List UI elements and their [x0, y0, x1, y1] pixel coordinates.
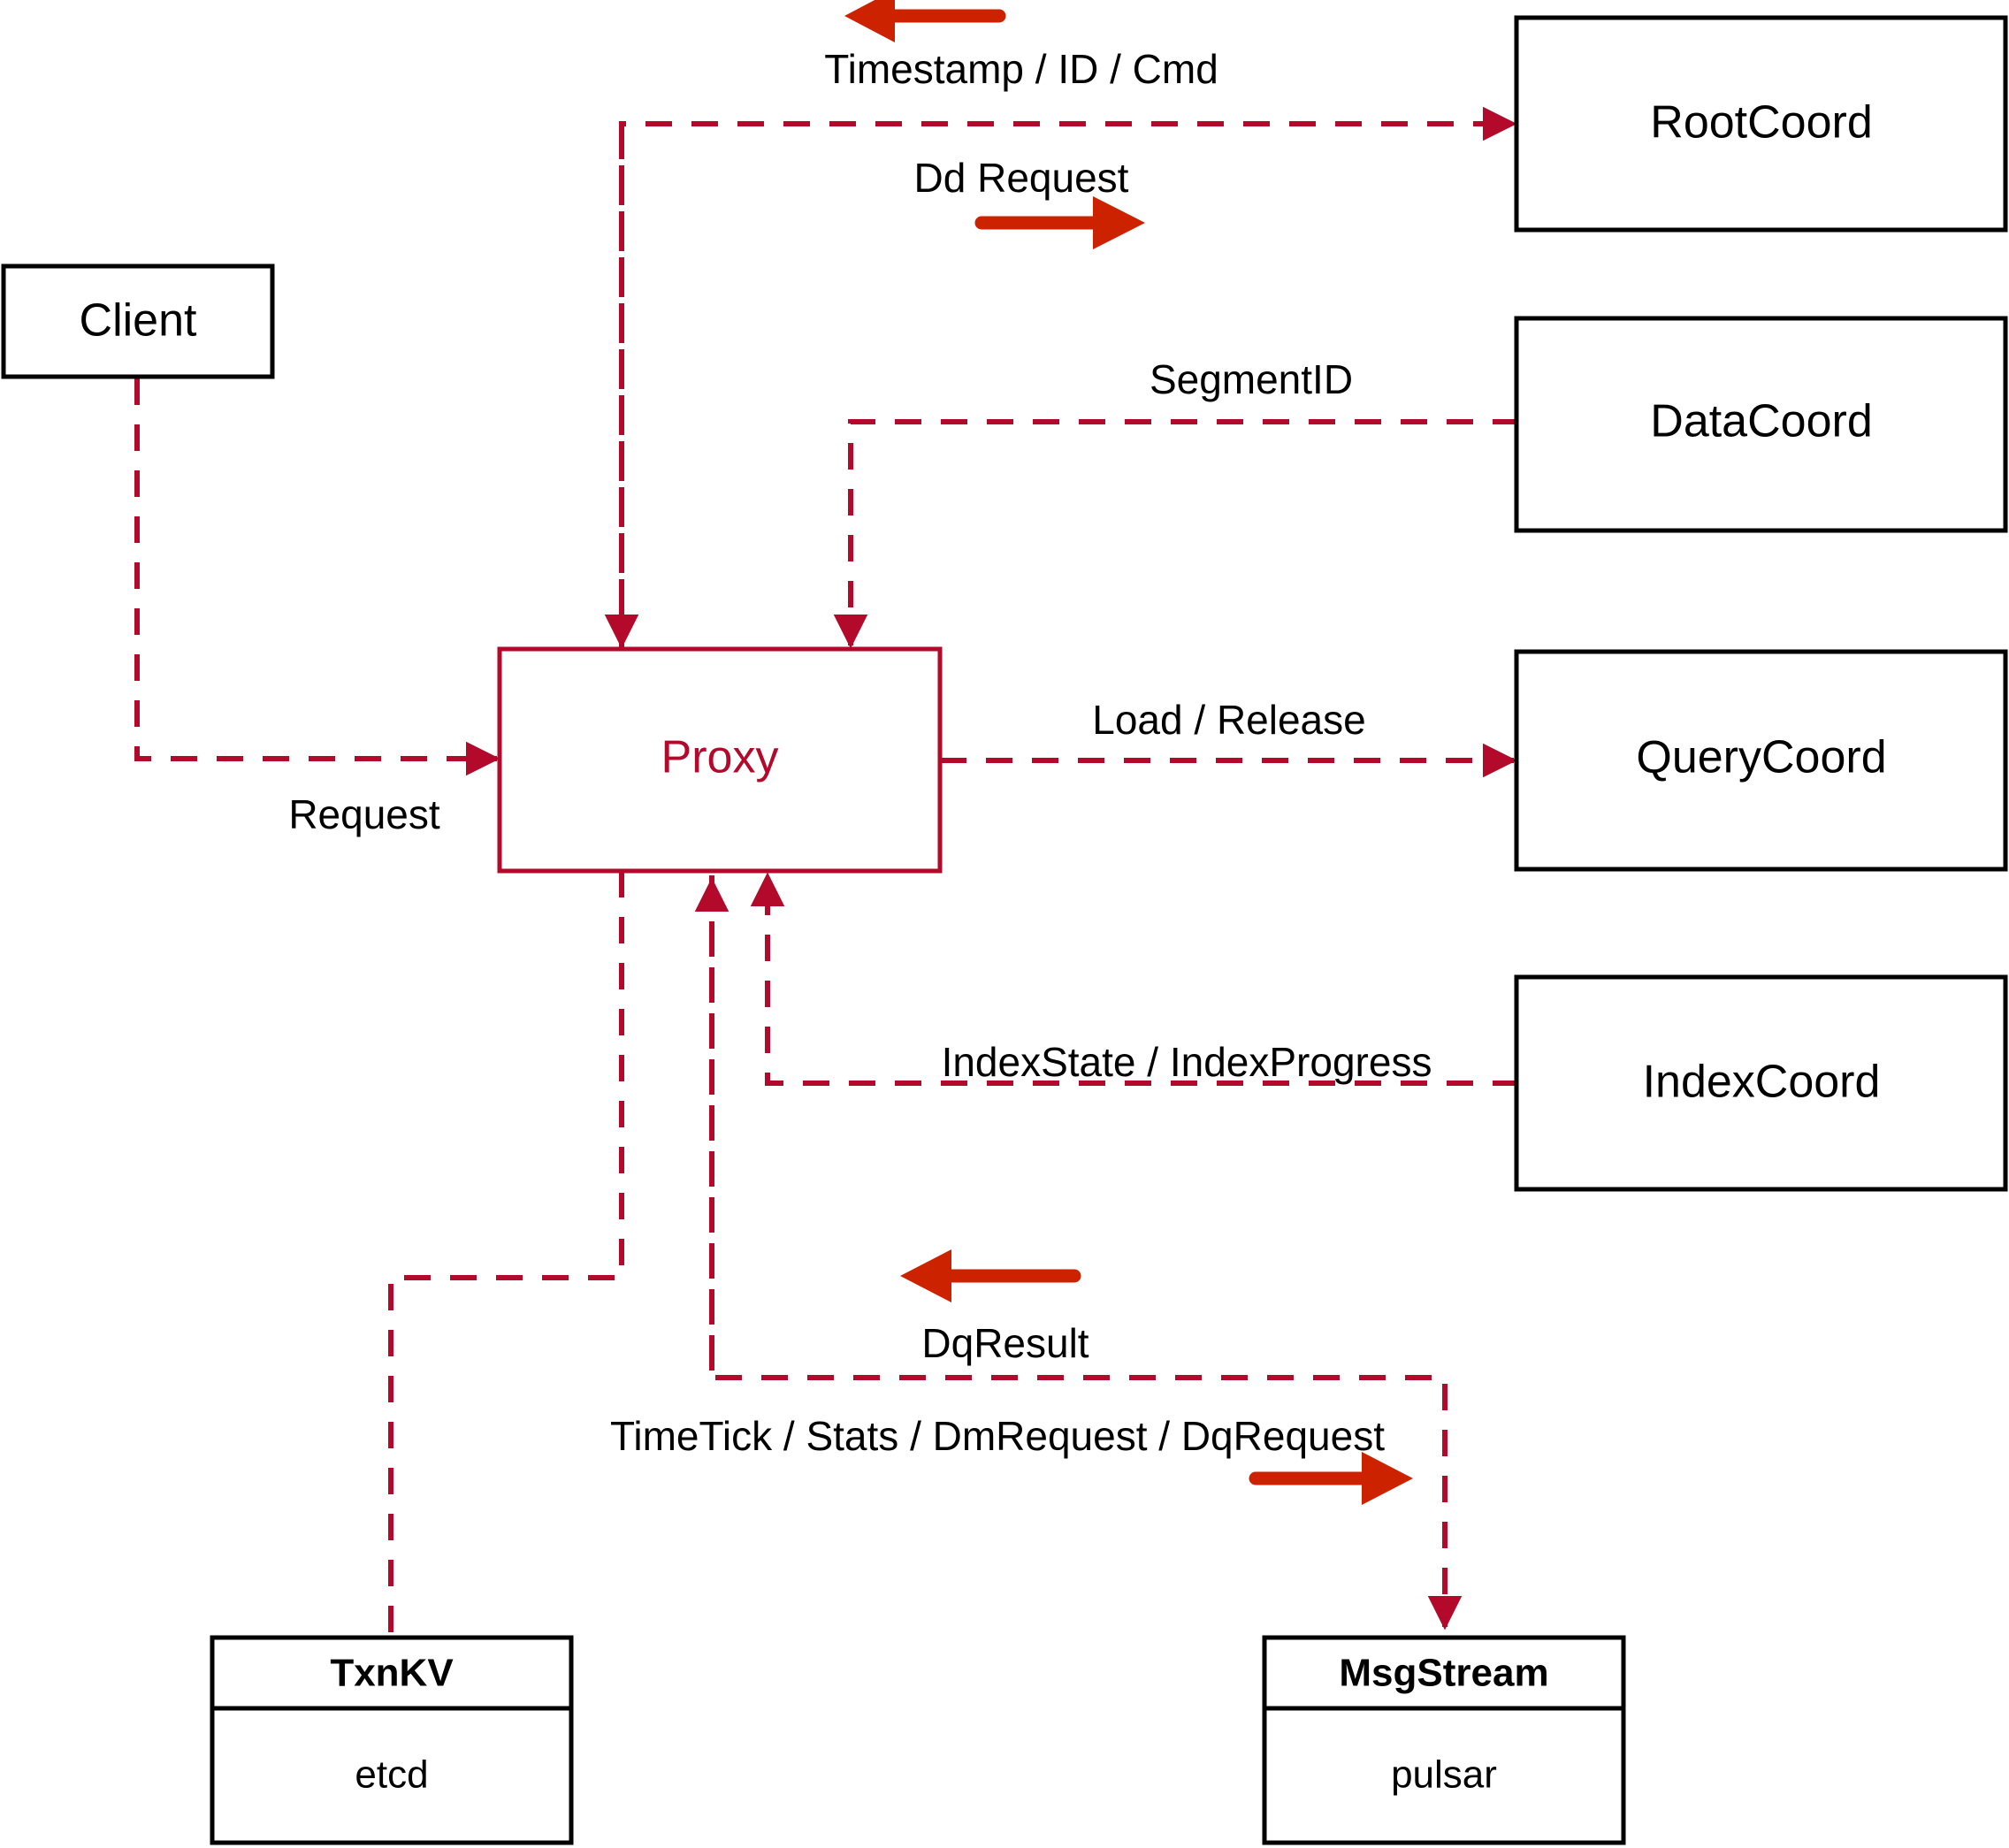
edge-label-index-state: IndexState / IndexProgress	[942, 1039, 1432, 1085]
node-datacoord[interactable]	[1514, 316, 2008, 533]
timestamp-flow-arrow	[844, 0, 1006, 42]
node-txnkv-title: TxnKV	[330, 1652, 454, 1695]
edge-proxy-rootcoord	[619, 106, 1517, 652]
timetick-flow-arrow	[1249, 1452, 1413, 1505]
node-msgstream-title: MsgStream	[1339, 1652, 1548, 1695]
node-rootcoord[interactable]	[1514, 15, 2008, 233]
edge-label-timestamp-id-cmd: Timestamp / ID / Cmd	[824, 46, 1218, 92]
node-client[interactable]	[1, 263, 275, 379]
node-datacoord-label: DataCoord	[1650, 396, 1872, 447]
edge-proxy-txnkv	[388, 871, 624, 1634]
edge-label-segment-id: SegmentID	[1150, 356, 1353, 402]
node-indexcoord[interactable]	[1514, 974, 2008, 1192]
node-proxy[interactable]	[497, 646, 943, 874]
edge-label-dq-result: DqResult	[921, 1320, 1089, 1366]
node-indexcoord-label: IndexCoord	[1643, 1057, 1881, 1108]
edge-label-load-release: Load / Release	[1092, 697, 1365, 743]
node-txnkv[interactable]	[210, 1635, 574, 1845]
edge-label-request: Request	[288, 791, 440, 837]
dd-request-flow-arrow	[974, 196, 1145, 249]
node-proxy-label: Proxy	[661, 732, 779, 783]
node-querycoord[interactable]	[1514, 649, 2008, 872]
node-txnkv-impl: etcd	[355, 1753, 428, 1797]
node-msgstream[interactable]	[1262, 1635, 1626, 1845]
node-querycoord-label: QueryCoord	[1636, 732, 1886, 783]
edge-indexcoord-proxy	[750, 872, 1519, 1086]
node-msgstream-impl: pulsar	[1391, 1753, 1497, 1797]
edge-label-dd-request: Dd Request	[914, 155, 1129, 201]
dq-result-flow-arrow	[900, 1249, 1081, 1302]
node-client-label: Client	[80, 295, 197, 347]
node-rootcoord-label: RootCoord	[1650, 97, 1872, 149]
edge-proxy-msgstream	[709, 875, 1463, 1630]
edge-label-timetick-stats: TimeTick / Stats / DmRequest / DqRequest	[610, 1413, 1385, 1459]
edge-client-proxy	[134, 378, 500, 776]
edge-datacoord-proxy	[833, 419, 1519, 649]
